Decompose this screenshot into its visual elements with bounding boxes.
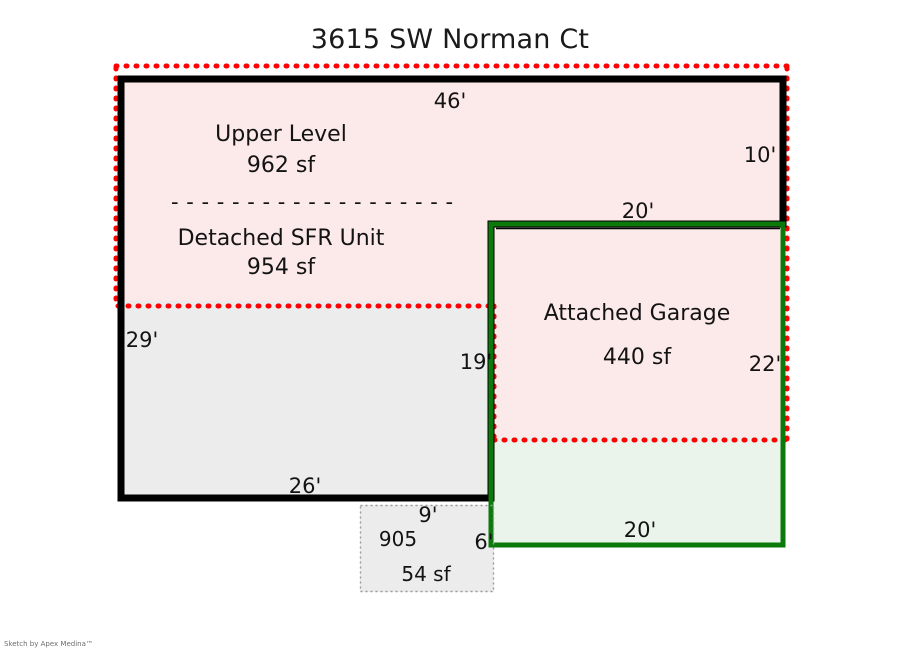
dimension-top-46: 46' (433, 89, 467, 113)
room-area-detached-sfr-unit: 954 sf (246, 255, 316, 280)
dimension-interior-wall-19: 19' (459, 350, 493, 374)
attached-garage-outline (488, 221, 786, 548)
room-label-attached-garage: Attached Garage (543, 301, 731, 326)
garage-upper-fill (491, 224, 783, 437)
dimension-garage-top-20: 20' (621, 199, 655, 223)
page-title: 3615 SW Norman Ct (310, 24, 590, 55)
dimension-small-room-top-9: 9' (418, 503, 438, 527)
main-lower-gray-fill (121, 301, 491, 498)
dimension-small-room-right-6: 6' (474, 530, 494, 554)
room-label-upper-level: Upper Level (215, 122, 347, 147)
room-area-attached-garage: 440 sf (602, 345, 672, 370)
room-905-fill (360, 505, 494, 592)
dimension-garage-right-22: 22' (748, 352, 782, 376)
room-label-detached-sfr-unit: Detached SFR Unit (177, 226, 385, 251)
room-label-905: 905 (378, 527, 418, 551)
room-area-905: 54 sf (401, 562, 451, 586)
garage-lower-fill (491, 437, 783, 545)
sketch-credit: Sketch by Apex Medina™ (4, 640, 93, 648)
room-label-separator: - - - - - - - - - - - - - - - - - - - (171, 190, 454, 214)
dimension-garage-bottom-20: 20' (623, 518, 657, 542)
room-area-upper-level: 962 sf (246, 153, 316, 178)
dimension-left-29: 29' (125, 328, 159, 352)
room-905-outline (359, 504, 495, 593)
dimension-bottom-26: 26' (288, 474, 322, 498)
dimension-right-upper-10: 10' (743, 143, 777, 167)
